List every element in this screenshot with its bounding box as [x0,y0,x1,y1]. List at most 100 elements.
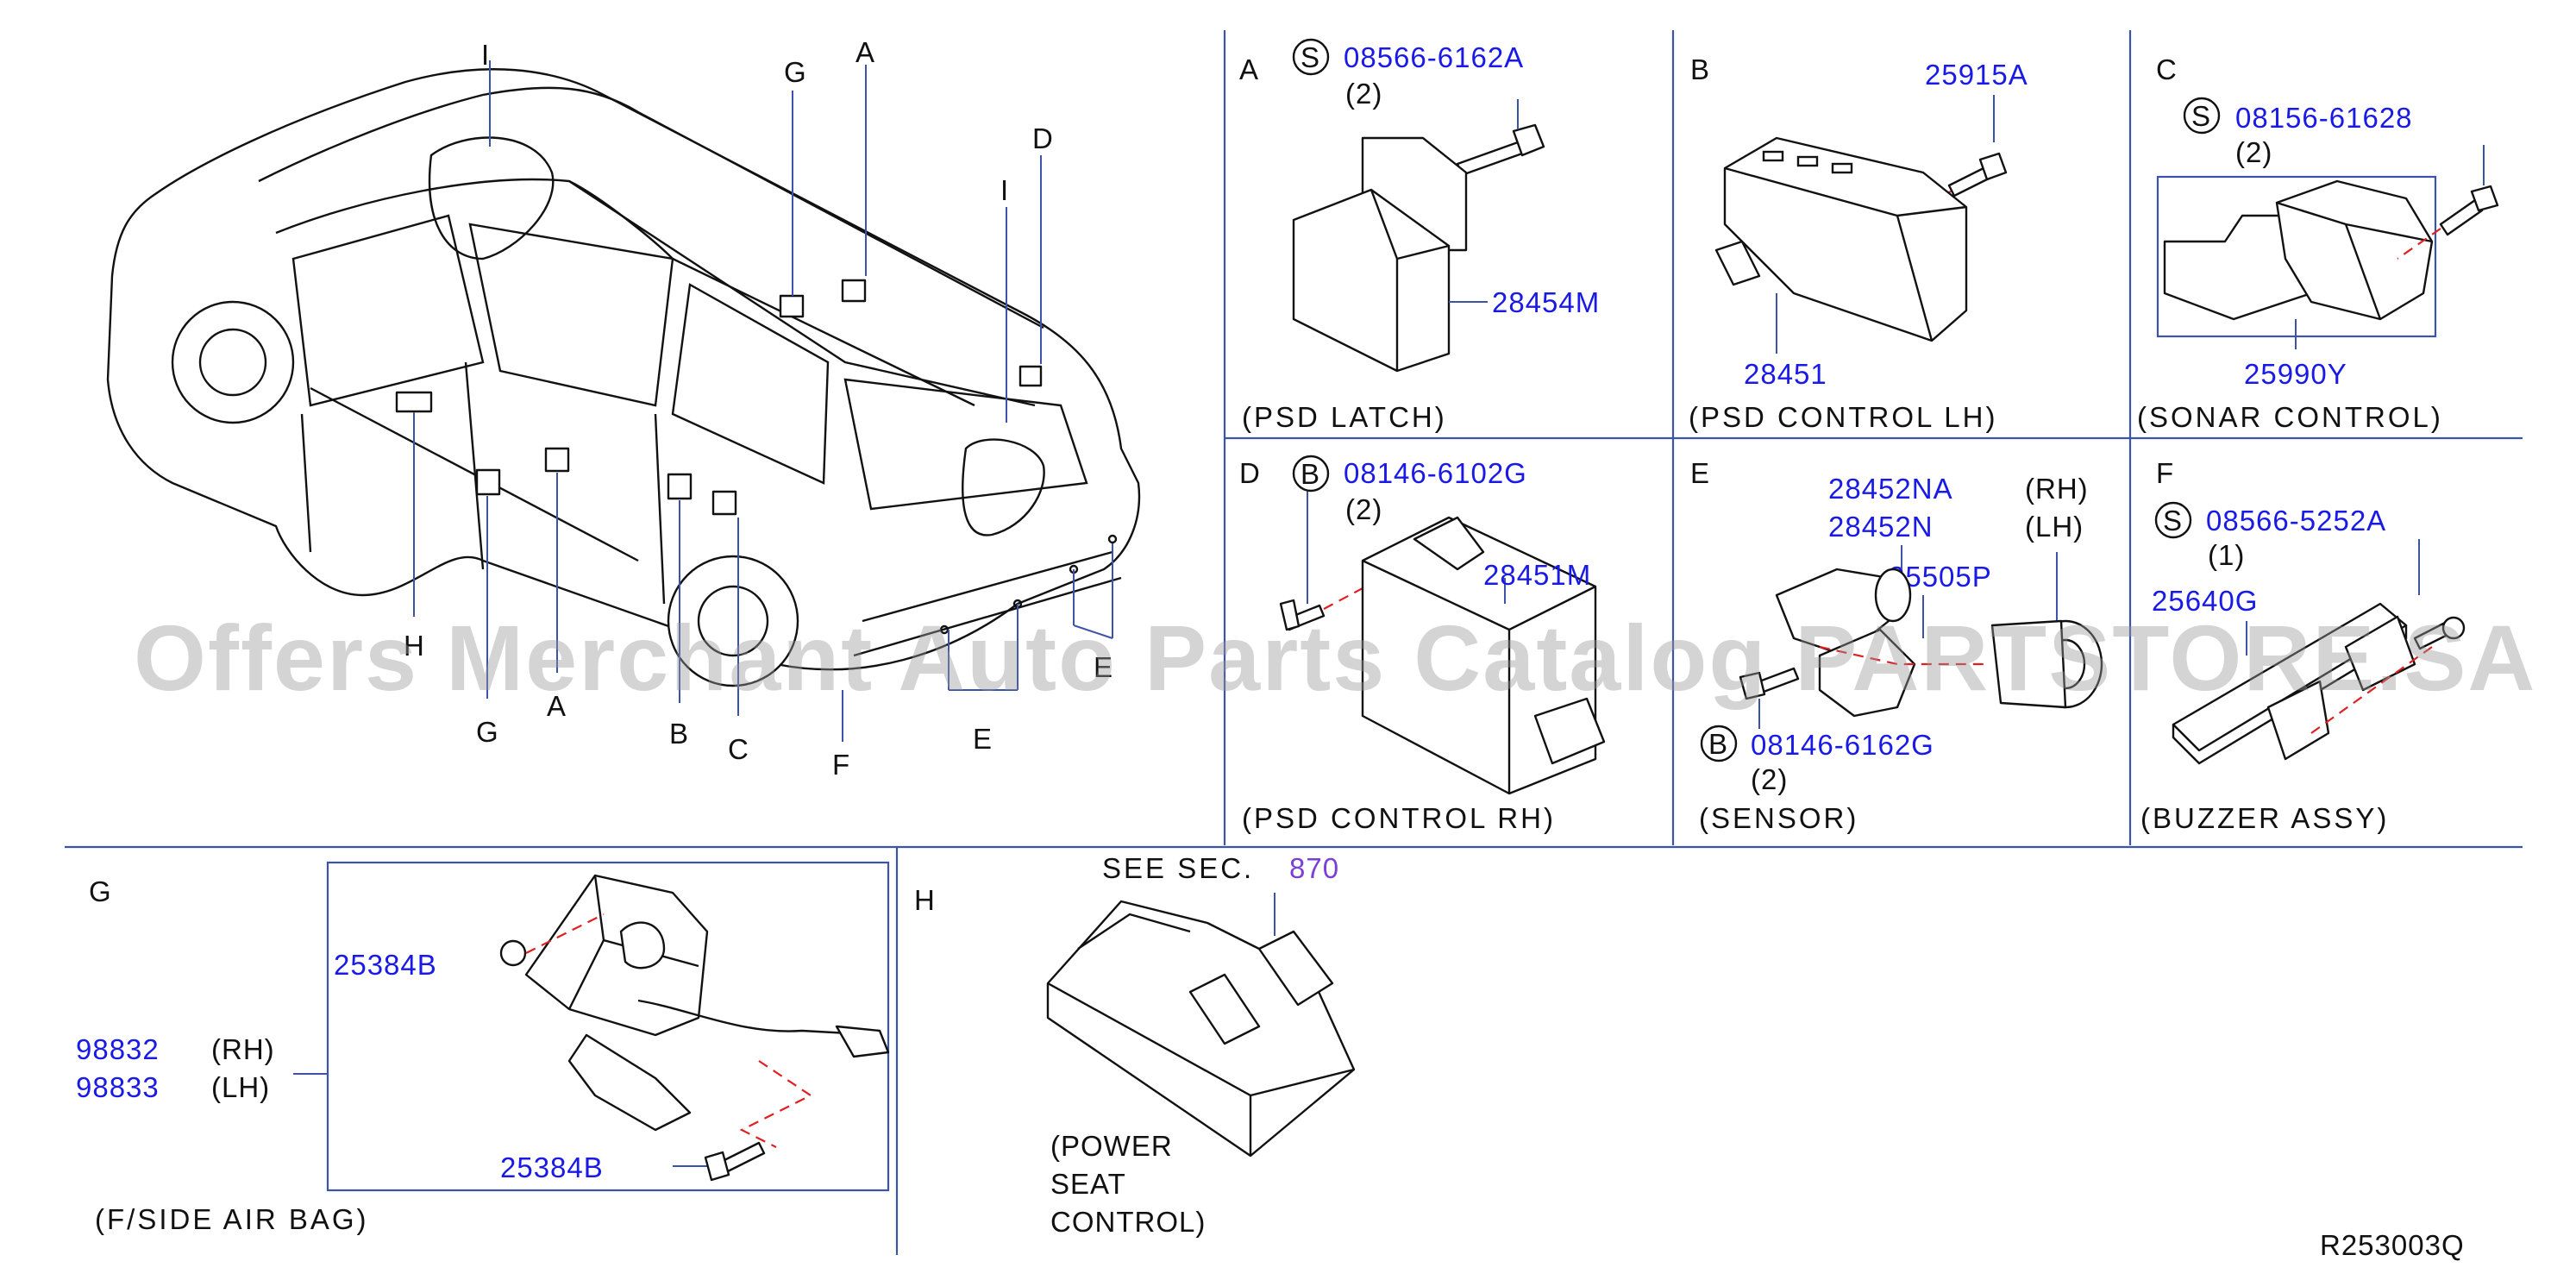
vehicle-comp-g-top [779,294,805,318]
b-mark-icon-e [1700,725,1738,762]
panel-c-letter: C [2156,53,2178,85]
callout-e-right: E [1094,651,1113,683]
caption-d: (PSD CONTROL RH) [1242,802,1556,834]
bolt-icon-d [1279,599,1326,631]
vehicle-comp-b [667,473,693,500]
panel-e-sensor: E 28452NA (RH) 28452N (LH) 25505P B 0814… [1690,457,2103,834]
b-mark-label-e: B [1708,728,1728,760]
s-mark-icon-c [2183,97,2221,135]
panel-h-power-seat: H SEE SEC. 870 (POWER SEAT CONTROL) [914,852,1356,1238]
part-number-28451m: 28451M [1483,559,1591,591]
callout-g-bottom: G [476,716,499,748]
callout-h-bottom: H [404,630,425,662]
callout-e-bottom: E [973,723,993,755]
air-bag-connector [567,1033,692,1132]
caption-h-line-3: CONTROL) [1050,1206,1206,1238]
panel-d-letter: D [1239,457,1261,489]
callout-i-top: I [481,39,490,71]
panel-grid [65,30,2523,1255]
panel-b-psd-control-lh: B 25915A 28451 (PSD CONTROL LH) [1689,53,2028,433]
part-number-bolt-e: 08146-6162G [1751,729,1934,761]
s-mark-label-c: S [2191,100,2211,132]
part-number-28451: 28451 [1744,358,1827,390]
s-mark-icon [1292,38,1330,76]
section-ref-870: 870 [1289,852,1339,884]
vehicle-comp-h [395,391,433,413]
label-lh-e: (LH) [2025,511,2084,543]
vehicle-comp-a-top [841,279,867,303]
b-mark-icon-d [1292,455,1330,493]
part-number-28452na: 28452NA [1828,473,1953,505]
vehicle-comp-c [711,490,737,516]
callout-f-bottom: F [832,749,850,781]
panel-g-letter: G [89,875,112,907]
callout-a-top: A [856,36,875,68]
part-number-25990y: 25990Y [2244,358,2347,390]
qty-a: (2) [1345,78,1382,110]
b-mark-label-d: B [1301,458,1320,490]
label-rh-g: (RH) [211,1033,275,1065]
panel-f-buzzer: F S 08566-5252A (1) 25640G (BUZZER ASSY) [2140,457,2466,834]
diagram-code: R253003Q [2320,1229,2465,1261]
panel-c-sonar-control: C S 08156-61628 (2) 25990Y (SONAR CONTRO… [2137,53,2499,433]
caption-a: (PSD LATCH) [1242,401,1447,433]
callout-g-top: G [784,56,807,88]
bolt-icon-g [704,1141,766,1182]
screw-icon [1947,152,2008,198]
bolt-icon-c [2439,185,2499,236]
panel-b-letter: B [1690,53,1710,85]
vehicle-comp-a [544,447,570,473]
bolt-icon-f [2413,616,2466,650]
qty-d: (2) [1345,493,1382,525]
bolt-icon-e [1739,667,1800,700]
part-number-25640g: 25640G [2152,585,2258,617]
nut-icon [499,939,527,967]
panel-g-side-air-bag: G 25384B 98832 (RH) 98833 (LH) 25384B (F… [76,861,890,1235]
label-lh-g: (LH) [211,1071,270,1103]
qty-f: (1) [2208,539,2245,571]
psd-control-lh-module [1723,136,1968,342]
part-number-98833: 98833 [76,1071,160,1103]
part-number-25384b-lower: 25384B [500,1151,604,1183]
watermark: Offers Merchant Auto Parts Catalog PARTS… [134,605,2536,710]
bolt-icon [1456,99,1545,177]
callout-c-bottom: C [728,733,749,765]
caption-b: (PSD CONTROL LH) [1689,401,1997,433]
callout-i-rear: I [1000,174,1009,206]
caption-e: (SENSOR) [1699,802,1858,834]
panel-f-letter: F [2156,457,2174,489]
vehicle-comp-g [475,468,501,496]
caption-f: (BUZZER ASSY) [2140,802,2389,834]
qty-c: (2) [2235,136,2272,168]
s-mark-icon-f [2154,501,2192,539]
part-number-28454m: 28454M [1492,286,1600,318]
vehicle-comp-d [1018,365,1043,387]
part-number-28452n: 28452N [1828,511,1934,543]
part-number-bolt-a: 08566-6162A [1344,41,1524,73]
panel-h-letter: H [914,884,936,916]
part-number-bolt-d: 08146-6102G [1344,457,1527,489]
panel-e-letter: E [1690,457,1710,489]
s-mark-label: S [1301,41,1320,73]
callout-d-top: D [1032,122,1054,154]
air-bag-sensor-body [524,874,709,1037]
callout-b-bottom: B [669,718,689,750]
label-rh-e: (RH) [2025,473,2089,505]
see-sec-label: SEE SEC. [1102,852,1254,884]
panel-a-psd-latch: A S 08566-6162A (2) 28454M (PSD LATCH) [1239,38,1600,433]
air-bag-frame [326,861,890,1192]
part-number-25915a: 25915A [1925,59,2028,91]
caption-g: (F/SIDE AIR BAG) [95,1203,369,1235]
callout-a-bottom: A [547,690,567,722]
qty-e: (2) [1751,763,1788,795]
caption-c: (SONAR CONTROL) [2137,401,2443,433]
part-number-25384b-upper: 25384B [334,949,437,981]
part-number-bolt-f: 08566-5252A [2206,505,2386,536]
s-mark-label-f: S [2163,505,2183,536]
caption-h-line-2: SEAT [1050,1168,1126,1200]
vehicle-overview: I G A D I H G A B C F E E [106,36,1141,781]
panel-d-psd-control-rh: D B 08146-6102G (2) 28451M (PSD CONTROL … [1239,455,1606,834]
panel-a-letter: A [1239,53,1259,85]
caption-h-line-1: (POWER [1050,1130,1173,1162]
